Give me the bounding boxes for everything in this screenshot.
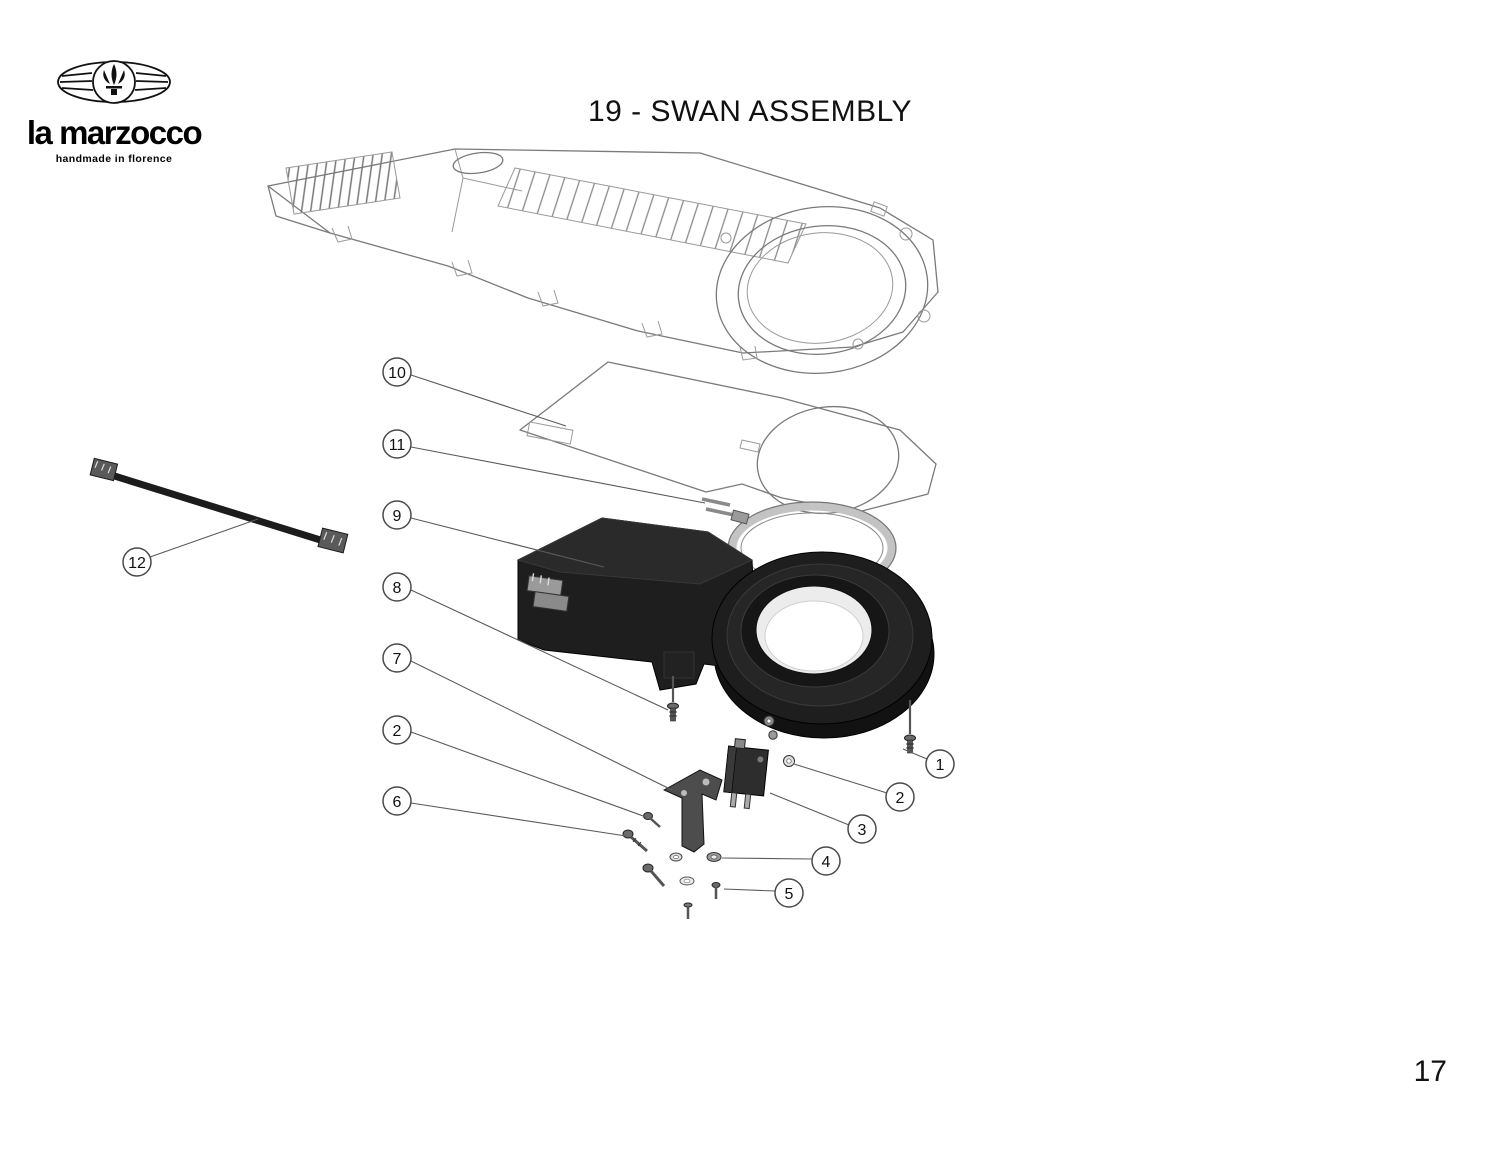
callout-label: 6 — [393, 794, 402, 811]
callout-9: 9 — [382, 500, 605, 568]
screw-8-drawing — [667, 676, 679, 722]
callout-2-left: 2 — [382, 715, 647, 818]
callout-label: 3 — [858, 822, 867, 839]
brand-logo: la marzocco handmade in florence — [14, 52, 214, 165]
callout-2-right: 2 — [793, 763, 915, 812]
page-number: 17 — [1413, 1055, 1447, 1088]
callout-10: 10 — [382, 357, 567, 427]
swan-body-drawing — [516, 517, 935, 739]
callout-3: 3 — [769, 792, 877, 844]
screw-6-drawing — [622, 829, 648, 853]
screw-1-drawing — [904, 700, 916, 754]
callout-label: 11 — [389, 437, 406, 454]
callout-11: 11 — [382, 429, 706, 504]
callout-7: 7 — [382, 643, 673, 791]
callout-label: 9 — [393, 508, 402, 525]
top-cover-drawing — [267, 148, 939, 375]
callout-label: 12 — [128, 555, 146, 572]
mounting-plate-drawing — [519, 361, 937, 515]
washers-screws-bottom-drawing — [642, 852, 722, 887]
callout-label: 8 — [393, 580, 402, 597]
brand-name: la marzocco — [26, 114, 203, 151]
callout-label: 2 — [393, 723, 402, 740]
callout-label: 7 — [393, 651, 402, 668]
screw-5-drawing — [711, 882, 721, 899]
callout-label: 2 — [896, 790, 905, 807]
callout-5: 5 — [723, 878, 804, 908]
clamp-pins-drawing — [701, 497, 735, 517]
screw-2-left-drawing — [643, 812, 661, 828]
callout-6: 6 — [382, 786, 627, 837]
callout-1: 1 — [902, 748, 955, 779]
brand-tagline: handmade in florence — [55, 153, 173, 165]
callout-label: 4 — [822, 854, 831, 871]
callout-12: 12 — [122, 518, 259, 577]
terminal-blocks-drawing — [526, 573, 570, 612]
flat-cable-drawing — [89, 457, 349, 554]
callout-8: 8 — [382, 572, 669, 711]
screw-bottom-drawing — [683, 902, 693, 919]
callout-label: 10 — [388, 365, 406, 382]
microswitch-drawing — [723, 738, 769, 810]
nuts-washers-drawing — [763, 715, 795, 767]
page-title: 19 - SWAN ASSEMBLY — [587, 95, 913, 128]
callout-label: 5 — [785, 886, 794, 903]
la-marzocco-logo-icon — [57, 60, 171, 104]
bracket-drawing — [662, 769, 723, 853]
callout-4: 4 — [721, 846, 841, 876]
callout-label: 1 — [936, 757, 945, 774]
